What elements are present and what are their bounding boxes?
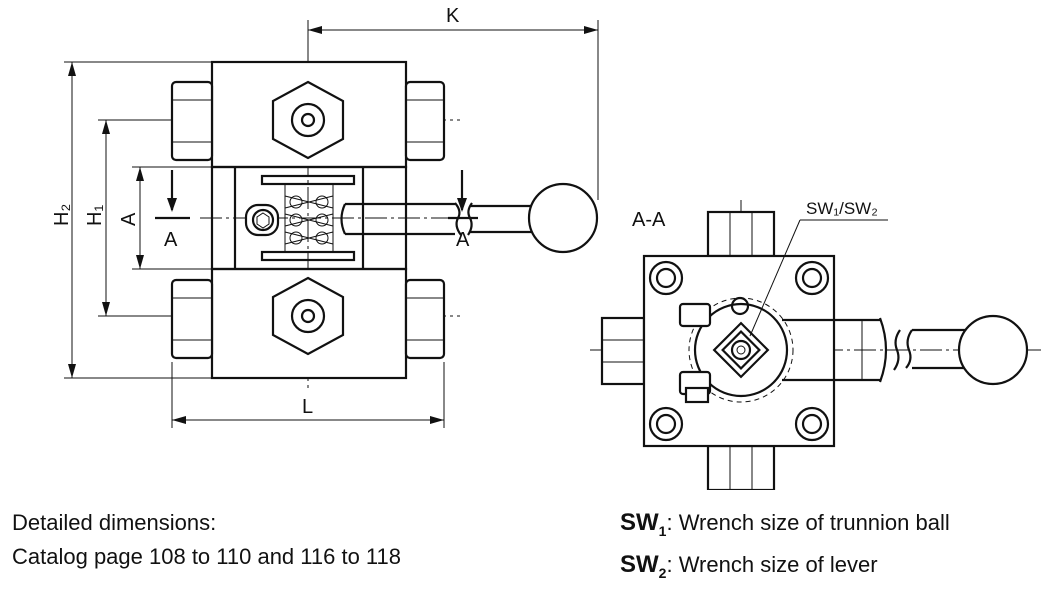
section-lever-ball-handle: [957, 314, 1029, 386]
sw2-description: : Wrench size of lever: [666, 552, 878, 577]
port-top: [706, 210, 776, 258]
ball: [693, 302, 789, 398]
wrench-legend: SW1: Wrench size of trunnion ball SW2: W…: [620, 506, 950, 590]
port-fitting-top-left: [170, 80, 214, 162]
trunnion-stack: [284, 183, 334, 253]
section-mark-left: A: [164, 229, 178, 251]
legend-sw2: SW2: Wrench size of lever: [620, 548, 950, 590]
hex-nut-top: [271, 80, 345, 160]
technical-drawing: A A K L H₂ H₁: [51, 5, 1041, 490]
wrench-callout: SW₁/SW₂: [806, 199, 878, 218]
dimension-k: K: [446, 5, 460, 27]
port-fitting-top-right: [404, 80, 446, 162]
dimension-h2: H₂: [51, 204, 73, 226]
lever-ball-handle: [527, 182, 599, 254]
dimension-l: L: [302, 396, 313, 418]
notes-line-1: Detailed dimensions:: [12, 510, 217, 535]
section-view-a-a: A-A: [590, 199, 1041, 490]
sw1-subscript: 1: [658, 523, 667, 539]
corner-bolts: [648, 260, 830, 442]
lever-arm: [345, 202, 455, 236]
dimension-notes: Detailed dimensions: Catalog page 108 to…: [12, 506, 401, 574]
notes-line-2: Catalog page 108 to 110 and 116 to 118: [12, 544, 401, 569]
port-fitting-bottom-left: [170, 278, 214, 360]
section-lever-arm: [782, 318, 880, 382]
legend-sw1: SW1: Wrench size of trunnion ball: [620, 506, 950, 548]
sw1-symbol: SW: [620, 509, 659, 536]
section-mark-right: A: [456, 229, 470, 251]
port-fitting-bottom-right: [404, 278, 446, 360]
port-left: [600, 316, 646, 386]
sw1-description: : Wrench size of trunnion ball: [666, 510, 950, 535]
front-view: A A K L H₂ H₁: [51, 5, 599, 428]
section-title: A-A: [632, 209, 666, 231]
dimension-a: A: [118, 212, 140, 226]
ball-section: [210, 165, 408, 271]
sw2-symbol: SW: [620, 551, 659, 578]
hex-nut-bottom: [271, 276, 345, 356]
sw2-subscript: 2: [658, 565, 667, 581]
port-bottom: [706, 444, 776, 490]
dimension-h1: H₁: [84, 205, 106, 226]
